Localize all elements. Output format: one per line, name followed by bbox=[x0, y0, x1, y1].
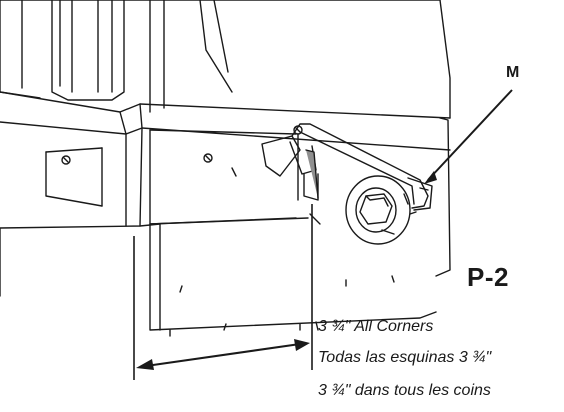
caption-spanish: Todas las esquinas 3 ¾" bbox=[318, 349, 492, 366]
latch-clip bbox=[261, 123, 433, 215]
top-panels bbox=[51, 0, 233, 113]
callout-label-m: M bbox=[506, 64, 520, 81]
front-rim bbox=[0, 91, 451, 227]
step-label: P-2 bbox=[467, 262, 509, 292]
callout-leader bbox=[424, 89, 513, 184]
hex-bolt bbox=[345, 175, 411, 245]
caption-french: 3 ¾" dans tous les coins bbox=[318, 382, 491, 399]
lower-post bbox=[0, 217, 437, 337]
dimension-extension-lines bbox=[133, 204, 313, 380]
dimension-arrow bbox=[136, 339, 310, 370]
caption-english: 3 ¾" All Corners bbox=[318, 318, 434, 335]
left-panel bbox=[45, 147, 103, 207]
